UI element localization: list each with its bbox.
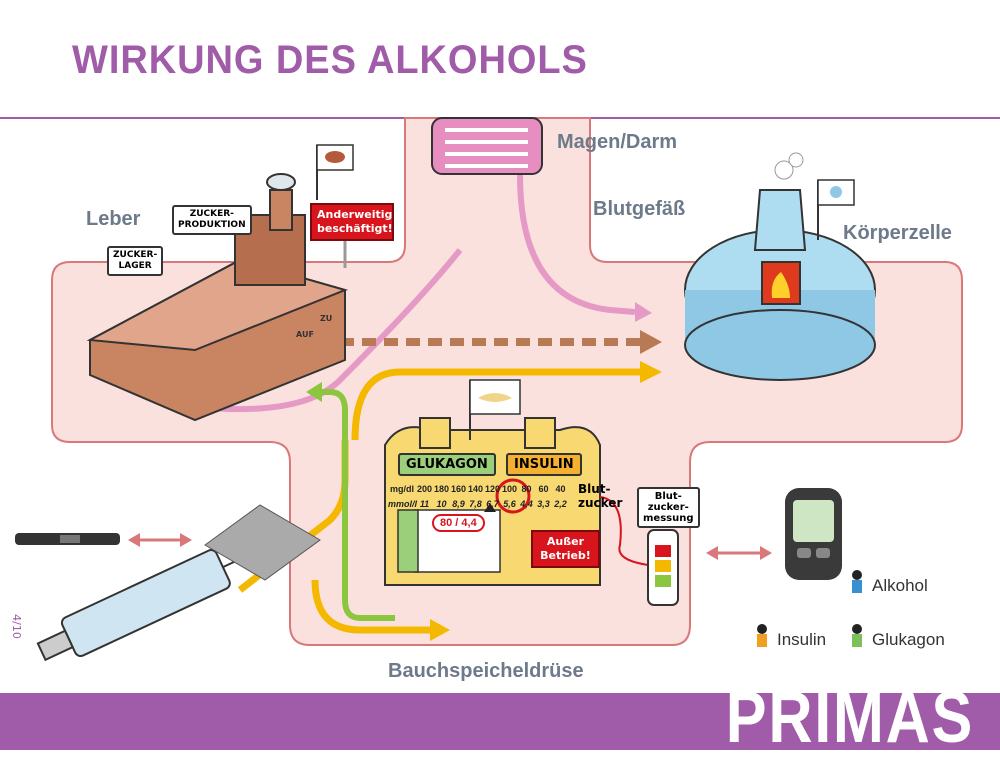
label-stomach: Magen/Darm: [557, 131, 678, 153]
glucose-sensor: [647, 529, 679, 606]
sign-otherwise-busy: Anderweitig beschäftigt!: [310, 203, 394, 241]
double-arrow-meter: [706, 546, 772, 560]
sign-sugar-storage: ZUCKER- LAGER: [107, 246, 164, 276]
gauge-mgdl-row: mg/dl 200 180 160 140 120 100 80 60 40: [388, 484, 569, 494]
liver-factory: [86, 144, 354, 422]
gauge-tick: 140: [467, 484, 484, 494]
gauge-tick: 60: [538, 484, 549, 494]
insulin-figure-icon: [757, 624, 767, 647]
gauge-tick: 2,2: [554, 499, 567, 509]
insulin-arrowhead-bottom: [430, 619, 450, 641]
legend-glucagon: Glukagon: [872, 630, 945, 649]
sign-sugar-production: ZUCKER- PRODUKTION: [172, 205, 252, 235]
insulin-tab: INSULIN: [506, 453, 582, 476]
gauge-tick: 120: [484, 484, 501, 494]
label-pancreas: Bauchspeicheldrüse: [388, 660, 584, 682]
gauge-mmol-row: mmol/l 11 10 8,9 7,8 6,7 5,6 4,4 3,3 2,2: [388, 499, 569, 509]
alcohol-figure-icon: [852, 570, 862, 593]
sign-out-of-order: Außer Betrieb!: [531, 530, 600, 568]
gauge-tick: 6,7: [486, 499, 499, 509]
gauge-tick-current: 4,4: [520, 499, 533, 509]
gauge-tick: 160: [450, 484, 467, 494]
glucagon-arrow: [320, 389, 395, 621]
gauge-tick: 40: [555, 484, 566, 494]
current-mmol: 4,4: [461, 517, 477, 529]
insulin-loading-platform: [204, 504, 321, 581]
label-blood-vessel: Blutgefäß: [593, 198, 686, 220]
insulin-pen-icon: [15, 533, 120, 545]
gauge-tick: 3,3: [537, 499, 550, 509]
legend-alcohol: Alkohol: [872, 576, 928, 595]
sugar-flow-arrow-liver: [179, 248, 463, 413]
glucagon-arrowhead: [306, 382, 322, 402]
gauge-pointer: [484, 503, 496, 512]
glucagon-figure-icon: [852, 624, 862, 647]
current-mgdl: 80: [440, 517, 453, 529]
gauge-tick: 200: [416, 484, 433, 494]
unit-mgdl: mg/dl: [390, 484, 414, 494]
gauge-tick: 100: [501, 484, 518, 494]
insulin-arrow-cell: [351, 368, 640, 441]
sugar-flow-arrow-cell: [517, 174, 636, 315]
unit-mmol: mmol/l: [388, 499, 418, 509]
gauge-tick: 7,8: [469, 499, 482, 509]
glucose-meter-icon: [785, 488, 842, 580]
glucagon-tab: GLUKAGON: [398, 453, 496, 476]
label-liver: Leber: [86, 208, 141, 230]
door-label-closed: ZU: [320, 314, 333, 323]
sugar-flow-arrowhead-cell: [635, 302, 652, 322]
insulin-arrow-bottom: [311, 579, 430, 634]
stomach-icon: [431, 117, 543, 175]
label-body-cell: Körperzelle: [843, 222, 952, 244]
gauge-tick-current: 80: [521, 484, 532, 494]
brand-logo: PRIMAS: [725, 678, 974, 758]
gauge-label: Blut- zucker: [578, 482, 623, 510]
current-reading: 80 / 4,4: [432, 514, 485, 532]
double-arrow-pen: [128, 533, 192, 547]
door-label-open: AUF: [296, 330, 314, 339]
gauge-tick: 11: [419, 499, 430, 509]
gauge-tick: 8,9: [452, 499, 465, 509]
legend-insulin: Insulin: [777, 630, 827, 649]
current-value-highlight: [495, 478, 531, 514]
sign-glucose-measurement: Blut- zucker- messung: [637, 487, 700, 528]
gauge-tick: 10: [436, 499, 447, 509]
insulin-arrowhead-cell: [640, 361, 662, 383]
body-cell-building: [684, 152, 876, 381]
blood-sugar-gauge: mg/dl 200 180 160 140 120 100 80 60 40 m…: [388, 484, 569, 509]
page-title: WIRKUNG DES ALKOHOLS: [72, 38, 588, 82]
sugar-release-arrowhead: [640, 330, 662, 354]
gauge-tick: 180: [433, 484, 450, 494]
gauge-tick: 5,6: [503, 499, 516, 509]
footer-bar: [0, 693, 1000, 750]
page-number: 4/10: [9, 614, 23, 639]
